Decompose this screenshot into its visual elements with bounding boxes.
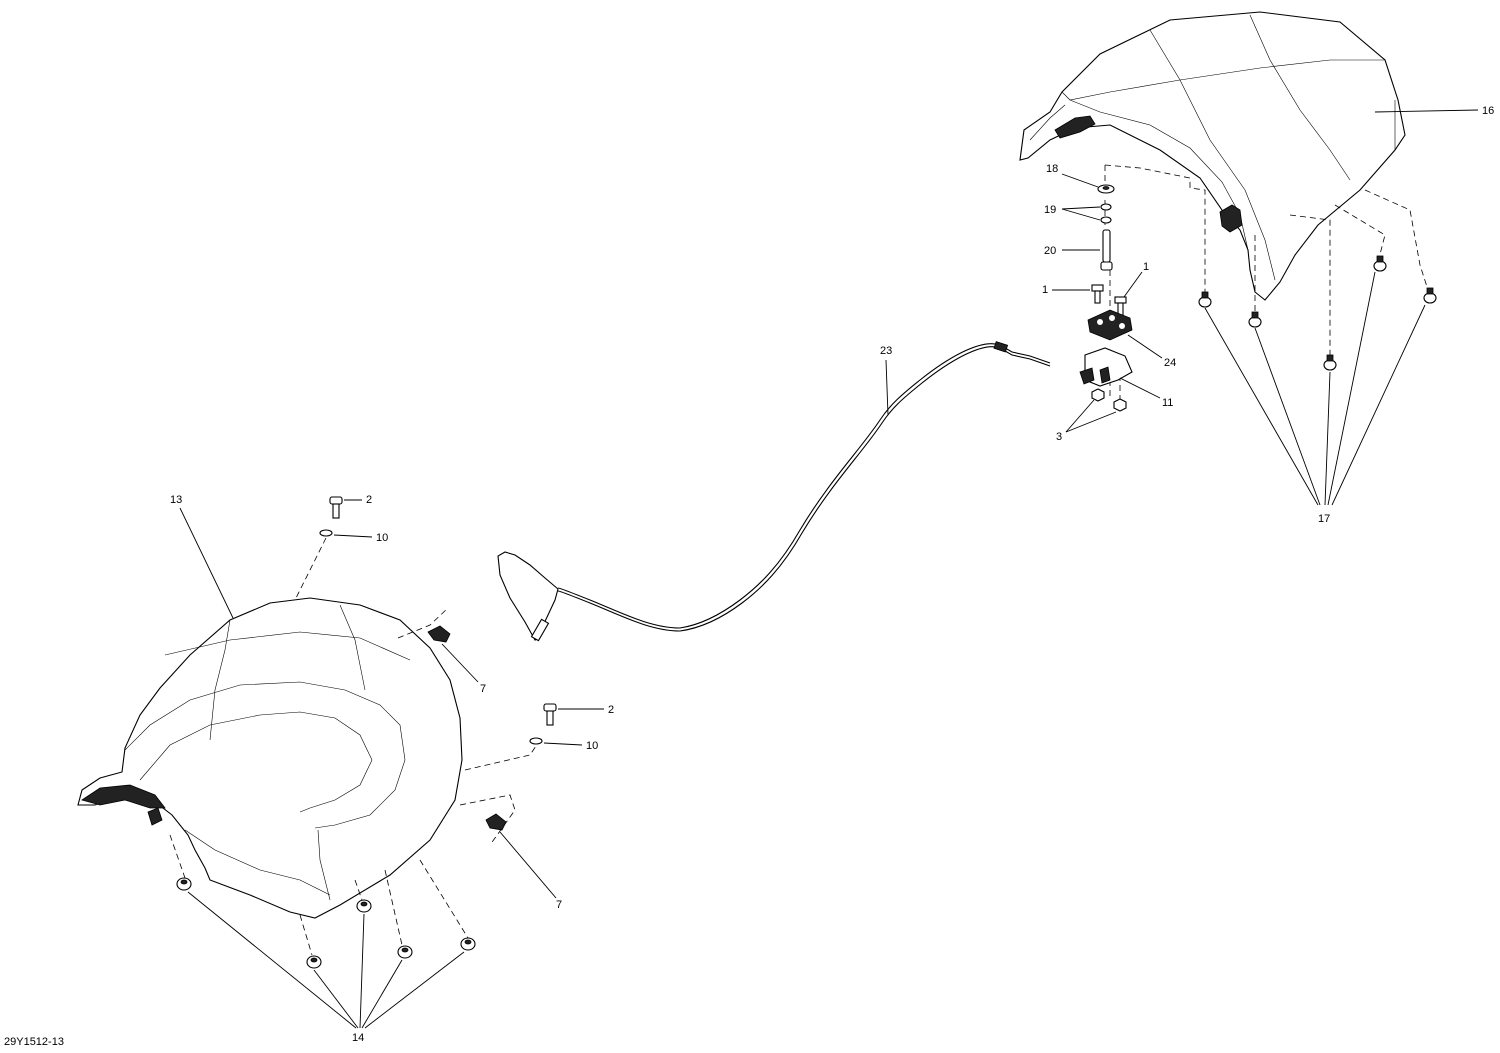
- front-seat-alignment-lines: [169, 537, 537, 956]
- latch-hook-7-upper: [427, 625, 451, 643]
- callout-20: 20: [1044, 245, 1056, 257]
- bumper-14-b: [306, 955, 322, 969]
- latch-body-11: [1079, 347, 1133, 387]
- rear-seat-alignment-lines: [1104, 164, 1429, 405]
- leader-2-upper: 2: [344, 494, 372, 506]
- washers-19: [1100, 203, 1112, 224]
- callout-3: 3: [1056, 431, 1062, 443]
- rear-seat-part-16: [1019, 11, 1406, 301]
- leader-2-lower: 2: [558, 704, 614, 716]
- leader-19: 19: [1044, 204, 1101, 221]
- callout-1-b: 1: [1143, 261, 1149, 273]
- callout-7-a: 7: [480, 683, 486, 695]
- leader-17: 17: [1204, 271, 1426, 525]
- bumper-14-e: [460, 937, 476, 951]
- leader-7-lower: 7: [499, 831, 562, 911]
- callout-13: 13: [170, 494, 182, 506]
- callout-18: 18: [1046, 163, 1058, 175]
- leader-14: 14: [187, 891, 465, 1044]
- callout-1-a: 1: [1042, 284, 1048, 296]
- leader-10-lower: 10: [543, 740, 598, 752]
- bumper-14-c: [356, 899, 372, 913]
- leader-13: 13: [170, 494, 234, 619]
- callout-16: 16: [1482, 105, 1494, 117]
- callout-10-b: 10: [586, 740, 598, 752]
- bumper-17-e: [1423, 287, 1437, 304]
- callout-23: 23: [880, 345, 892, 357]
- callout-2-a: 2: [366, 494, 372, 506]
- latch-plate-24: [1087, 309, 1133, 341]
- bumper-17-d: [1373, 255, 1387, 272]
- callout-11: 11: [1162, 397, 1173, 409]
- callout-24: 24: [1164, 357, 1176, 369]
- clip-10-lower: [529, 737, 543, 745]
- callout-10-a: 10: [376, 532, 388, 544]
- leader-20: 20: [1044, 245, 1100, 257]
- release-cable-23: [497, 341, 1051, 642]
- screws-1: [1091, 284, 1127, 316]
- bumper-14-a: [176, 877, 192, 891]
- rubber-bumpers-14: [176, 877, 476, 969]
- callout-2-b: 2: [608, 704, 614, 716]
- rubber-bumpers-17: [1198, 255, 1437, 371]
- leader-24: 24: [1127, 334, 1176, 369]
- nuts-3: [1091, 388, 1127, 412]
- callout-7-b: 7: [556, 899, 562, 911]
- callout-17: 17: [1318, 513, 1330, 525]
- callout-14: 14: [352, 1032, 364, 1044]
- leader-10-upper: 10: [333, 532, 388, 544]
- bumper-14-d: [397, 945, 413, 959]
- figure-id: 29Y1512-13: [4, 1036, 64, 1048]
- callout-19: 19: [1044, 204, 1056, 216]
- leader-18: 18: [1046, 163, 1099, 188]
- leader-7-upper: 7: [441, 643, 486, 695]
- leader-3: 3: [1056, 399, 1117, 443]
- bumper-17-a: [1198, 291, 1212, 308]
- latch-hook-7-lower: [485, 813, 507, 831]
- clip-10-upper: [319, 529, 333, 537]
- bumper-17-c: [1323, 354, 1337, 371]
- screw-2-upper: [329, 496, 343, 519]
- leader-11: 11: [1119, 377, 1173, 409]
- leader-1: 1 1: [1042, 261, 1149, 298]
- leader-23: 23: [880, 345, 892, 416]
- bumper-17-b: [1248, 311, 1262, 328]
- leader-16: 16: [1374, 105, 1494, 117]
- washer-18: [1097, 184, 1115, 194]
- screw-2-lower: [543, 703, 557, 726]
- front-seat-part-13: [77, 597, 463, 919]
- pin-20: [1100, 229, 1113, 271]
